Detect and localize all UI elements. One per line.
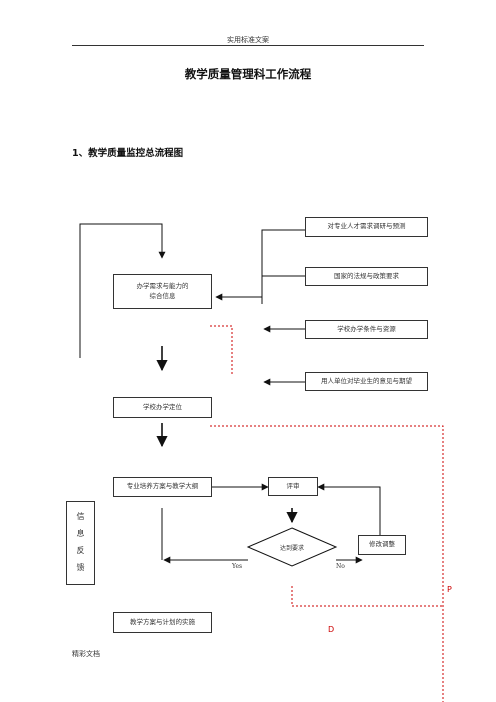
pd-loop-upper bbox=[210, 325, 233, 376]
page-header: 实用标准文案 bbox=[227, 36, 269, 44]
positioning-box: 学校办学定位 bbox=[113, 397, 212, 418]
info-box-line2: 综合信息 bbox=[149, 291, 176, 300]
feedback-char-1: 信 bbox=[76, 512, 85, 522]
implement-box: 教学方案与计划的实施 bbox=[113, 612, 212, 633]
feedback-char-4: 馈 bbox=[76, 562, 85, 572]
no-label: No bbox=[336, 563, 345, 570]
section-heading: 1、教学质量监控总流程图 bbox=[72, 148, 184, 159]
feedback-char-2: 息 bbox=[76, 529, 85, 539]
survey-to-info-line bbox=[261, 229, 305, 304]
revise-to-review-arrow bbox=[317, 483, 381, 535]
review-box: 评审 bbox=[268, 477, 318, 496]
feedback-loop-line bbox=[79, 223, 166, 358]
survey-box: 对专业人才需求调研与预测 bbox=[305, 217, 428, 237]
policy-box: 国家的法规与政策要求 bbox=[305, 267, 428, 286]
document-title: 教学质量管理科工作流程 bbox=[184, 67, 312, 81]
employer-box: 用人单位对毕业生的意见与期望 bbox=[305, 372, 428, 391]
pd-loop-lower bbox=[291, 586, 443, 607]
page-footer: 精彩文档 bbox=[72, 650, 100, 658]
decision-label: 达到要求 bbox=[279, 545, 304, 552]
info-box-line1: 办学需求与能力的 bbox=[136, 281, 189, 290]
d-mark: D bbox=[328, 625, 335, 634]
pd-loop-right bbox=[210, 425, 444, 702]
header-rule bbox=[72, 45, 424, 46]
feedback-char-3: 反 bbox=[76, 546, 85, 555]
conditions-box: 学校办学条件与资源 bbox=[305, 320, 428, 339]
info-box: 办学需求与能力的 综合信息 bbox=[113, 274, 212, 309]
feedback-box: 信 息 反 馈 bbox=[66, 501, 95, 585]
plan-box: 专业培养方案与教学大纲 bbox=[113, 477, 212, 497]
p-mark: P bbox=[447, 585, 452, 594]
decision-diamond-shape bbox=[246, 527, 338, 567]
yes-label: Yes bbox=[232, 563, 243, 570]
revise-box: 修改调整 bbox=[358, 535, 406, 555]
